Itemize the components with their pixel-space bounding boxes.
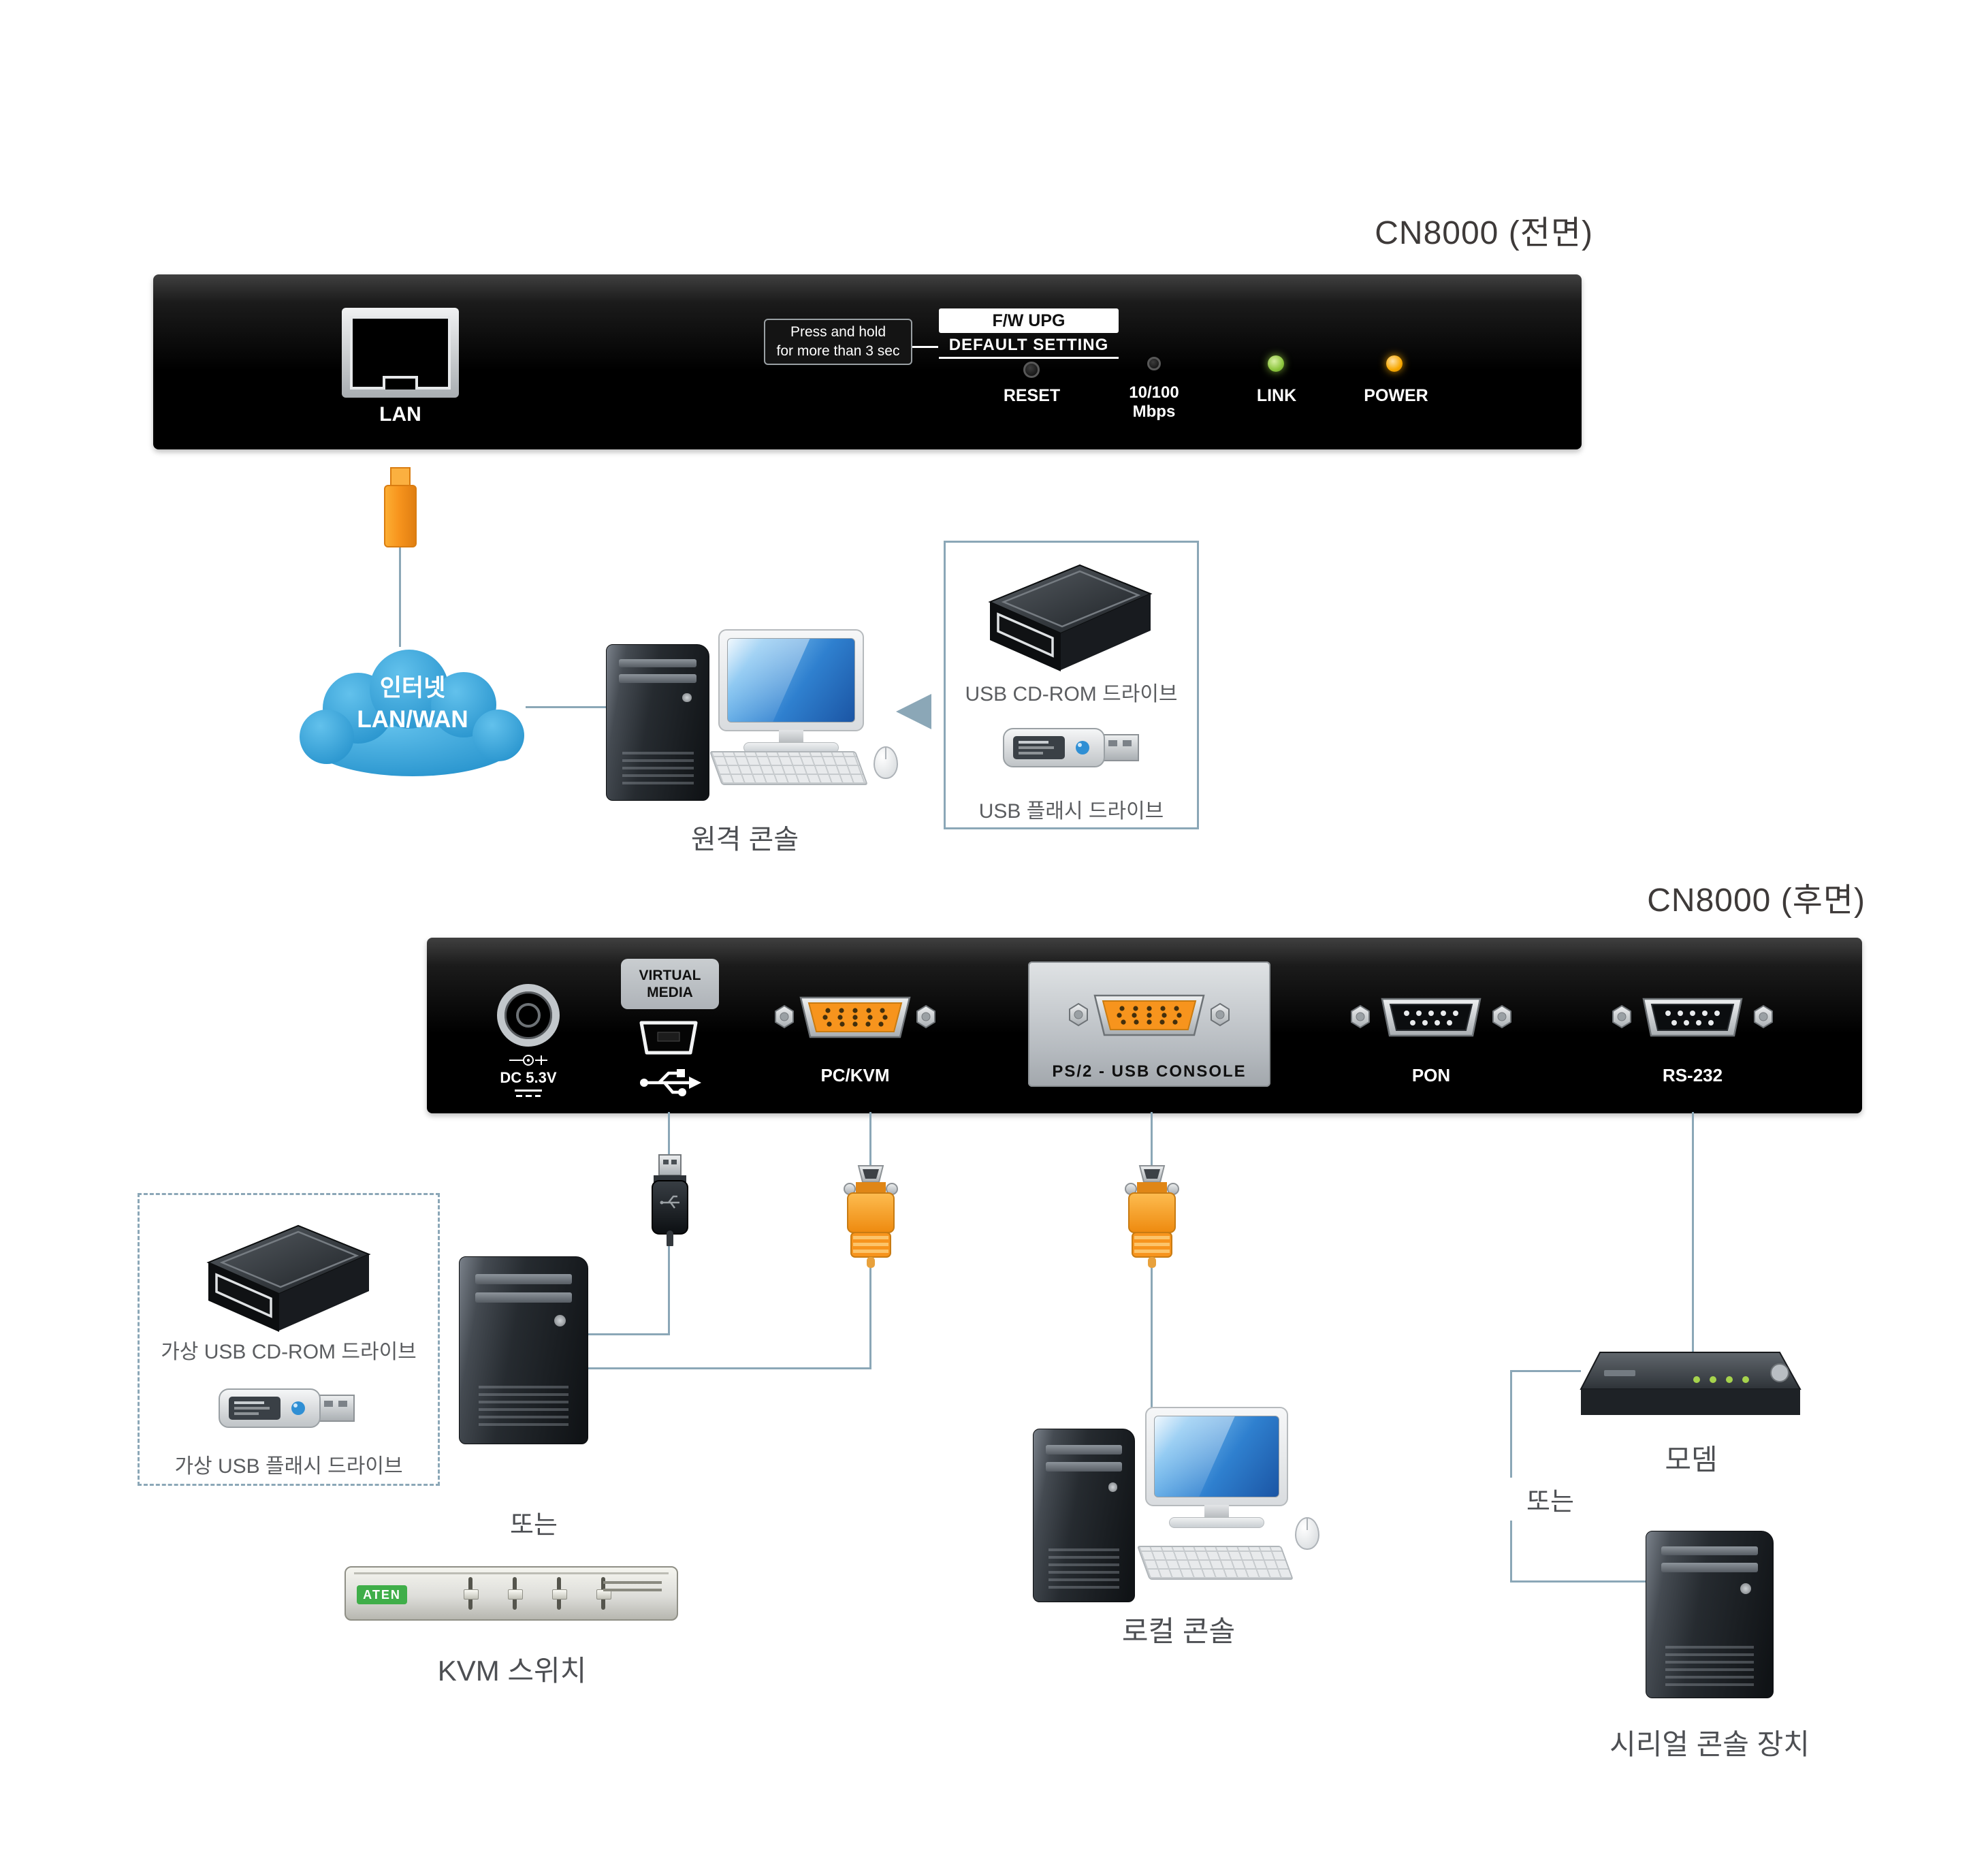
remote-console-label: 원격 콘솔 <box>690 825 799 855</box>
internet-cloud-icon <box>300 650 524 776</box>
dc-power-jack <box>497 984 560 1047</box>
link-label: LINK <box>1256 386 1297 405</box>
usb-cdrom-drive-icon <box>988 564 1153 671</box>
virtual-cdrom-label: 가상 USB CD-ROM 드라이브 <box>161 1341 417 1363</box>
usb-cable-line-h <box>588 1333 670 1335</box>
pon-label: PON <box>1411 1065 1451 1085</box>
cloud-label-line2: LAN/WAN <box>357 705 468 733</box>
lan-cable-plug <box>384 467 417 549</box>
or-bracket-v <box>1510 1370 1512 1583</box>
rear-panel-title: CN8000 (후면) <box>1647 883 1865 919</box>
lan-port <box>342 308 459 398</box>
local-console-label: 로컬 콘솔 <box>1121 1615 1236 1647</box>
vga-plug-console-icon <box>1125 1165 1179 1268</box>
kvm-top-edge <box>354 1572 669 1574</box>
reset-button <box>1023 362 1040 378</box>
vga-plug-pc-kvm-icon <box>844 1165 898 1268</box>
usb-flash-drive-icon <box>1003 728 1139 767</box>
kvm-switch-device: ATEN <box>345 1566 678 1621</box>
mini-usb-port <box>639 1021 698 1055</box>
power-label: POWER <box>1364 386 1428 405</box>
usb-trident-icon <box>640 1069 701 1096</box>
pckvm-cable-line-v <box>869 1267 871 1369</box>
speed-label: 10/100 Mbps <box>1110 383 1198 421</box>
serial-console-tower <box>1646 1531 1774 1698</box>
rj45-plug-tip <box>390 467 411 486</box>
lan-port-opening <box>350 316 451 389</box>
rs232-cable-line <box>1692 1112 1694 1352</box>
kvm-port-switch <box>464 1577 479 1610</box>
fw-upg-label: F/W UPG <box>939 308 1119 333</box>
usb-cdrom-label: USB CD-ROM 드라이브 <box>965 683 1178 705</box>
or-bracket-bottom <box>1510 1580 1647 1583</box>
remote-console-mouse <box>874 746 898 779</box>
local-console-mouse <box>1295 1517 1319 1550</box>
kvm-print-marks <box>603 1581 662 1596</box>
rs232-label: RS-232 <box>1662 1065 1723 1085</box>
pckvm-port-line <box>869 1112 871 1165</box>
default-setting-underline <box>939 357 1119 359</box>
speed-led <box>1147 357 1161 370</box>
dc-power-label: DC 5.3V <box>477 1054 580 1098</box>
or-label-right: 또는 <box>1506 1478 1595 1521</box>
dc-voltage-label: DC 5.3V <box>500 1069 557 1086</box>
kvm-switch-label: KVM 스위치 <box>437 1655 587 1687</box>
aten-logo: ATEN <box>357 1585 407 1604</box>
speed-label-line1: 10/100 <box>1129 383 1179 402</box>
console-port-line <box>1151 1112 1153 1165</box>
kvm-port-switch <box>508 1577 523 1610</box>
rj45-plug-body <box>384 485 417 547</box>
remote-console-tower <box>606 644 709 801</box>
cloud-to-pc-line <box>526 706 607 708</box>
remote-console-monitor <box>718 629 864 753</box>
reset-note: Press and hold for more than 3 sec <box>764 319 912 365</box>
cloud-label-line1: 인터넷 <box>379 675 446 701</box>
local-console-monitor <box>1145 1407 1288 1528</box>
speed-label-line2: Mbps <box>1132 402 1176 421</box>
dc-symbol-icon <box>515 1090 542 1097</box>
lan-label: LAN <box>379 403 421 426</box>
pc-kvm-label: PC/KVM <box>820 1065 890 1085</box>
db9-port-rs232 <box>1612 998 1773 1037</box>
virtual-flash-drive-icon <box>219 1388 355 1428</box>
front-panel-title: CN8000 (전면) <box>1375 215 1593 251</box>
virtual-media-line1: VIRTUAL <box>639 967 701 983</box>
console-cable-line-v <box>1151 1267 1153 1410</box>
db9-port-pon <box>1351 998 1511 1037</box>
serial-console-label: 시리얼 콘솔 장치 <box>1609 1728 1810 1760</box>
cloud-label: 인터넷 LAN/WAN <box>297 673 528 735</box>
virtual-media-line2: MEDIA <box>647 985 693 1000</box>
usb-cable-line-v <box>668 1245 670 1335</box>
lan-cable-line <box>399 543 401 647</box>
local-console-keyboard <box>1136 1546 1294 1580</box>
note-pointer-line <box>912 346 938 348</box>
local-console-tower <box>1033 1429 1135 1602</box>
reset-note-line1: Press and hold <box>790 323 886 340</box>
virtual-cdrom-drive-icon <box>206 1224 371 1332</box>
remote-console-keyboard <box>709 751 868 785</box>
vga-port-console <box>1069 994 1230 1036</box>
virtual-media-tag: VIRTUAL MEDIA <box>621 959 719 1009</box>
server-tower <box>459 1256 588 1444</box>
vm-port-line <box>668 1112 670 1154</box>
console-port-label: PS/2 - USB CONSOLE <box>1052 1062 1247 1081</box>
link-led <box>1268 355 1284 372</box>
usb-plug-icon <box>652 1154 688 1246</box>
vga-port-pc-kvm <box>775 996 935 1038</box>
modem-label: 모뎀 <box>1665 1444 1718 1476</box>
default-setting-label: DEFAULT SETTING <box>948 336 1109 354</box>
polarity-icon <box>509 1055 547 1066</box>
arrow-left-icon <box>896 694 931 729</box>
power-led <box>1386 355 1403 372</box>
lan-port-tab <box>383 376 418 389</box>
reset-label: RESET <box>1003 386 1061 405</box>
modem-device-icon <box>1580 1352 1801 1415</box>
reset-note-line2: for more than 3 sec <box>776 343 900 359</box>
or-bracket-top <box>1510 1370 1581 1372</box>
or-label-left: 또는 <box>510 1511 558 1540</box>
kvm-port-switch <box>552 1577 567 1610</box>
pckvm-cable-line-h <box>588 1367 871 1369</box>
virtual-flash-label: 가상 USB 플래시 드라이브 <box>174 1455 403 1478</box>
usb-flash-label: USB 플래시 드라이브 <box>978 800 1164 823</box>
